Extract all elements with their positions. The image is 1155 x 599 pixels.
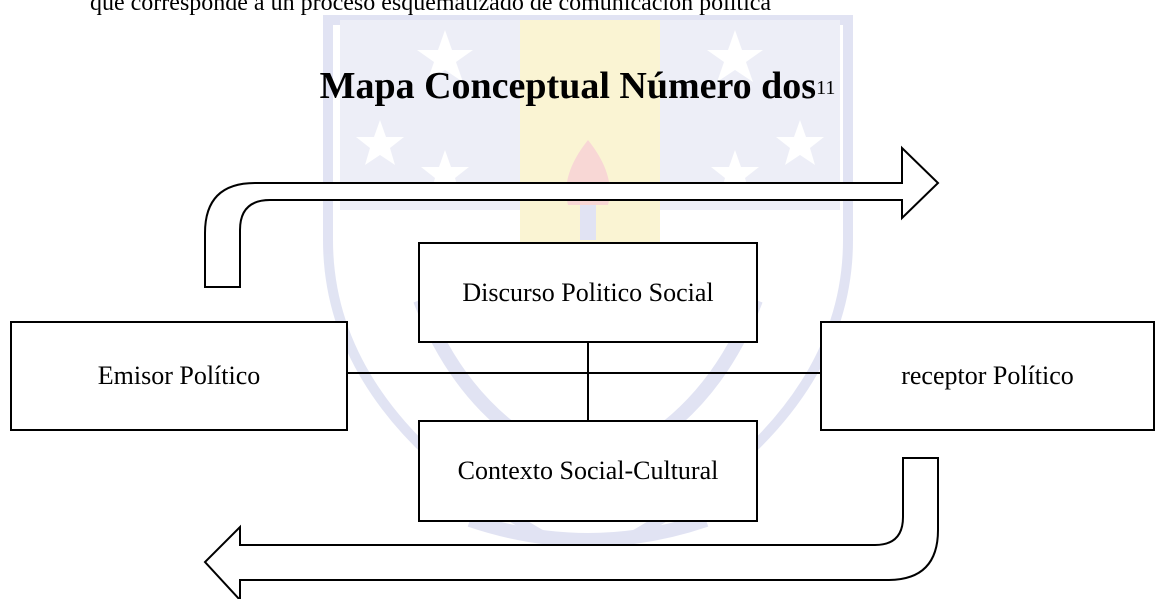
node-discurso-label: Discurso Politico Social xyxy=(462,277,714,307)
header-fragment: que corresponde a un proceso esquematiza… xyxy=(90,0,772,16)
node-contexto-social-cultural: Contexto Social-Cultural xyxy=(418,420,758,522)
node-emisor-label: Emisor Político xyxy=(97,361,261,390)
node-receptor-politico: receptor Político xyxy=(820,321,1155,431)
header-fragment-clip: que corresponde a un proceso esquematiza… xyxy=(0,0,1155,24)
diagram-title: Mapa Conceptual Número dos11 xyxy=(0,64,1155,108)
block-arrow-bottom xyxy=(203,457,939,599)
node-emisor-politico: Emisor Político xyxy=(10,321,348,431)
diagram-title-text: Mapa Conceptual Número dos xyxy=(319,65,817,107)
node-receptor-label: receptor Político xyxy=(901,361,1074,390)
block-arrow-top xyxy=(204,145,940,288)
footnote-marker: 11 xyxy=(816,77,836,99)
node-contexto-label: Contexto Social-Cultural xyxy=(457,456,719,485)
node-discurso-politico-social: Discurso Politico Social xyxy=(418,242,758,343)
